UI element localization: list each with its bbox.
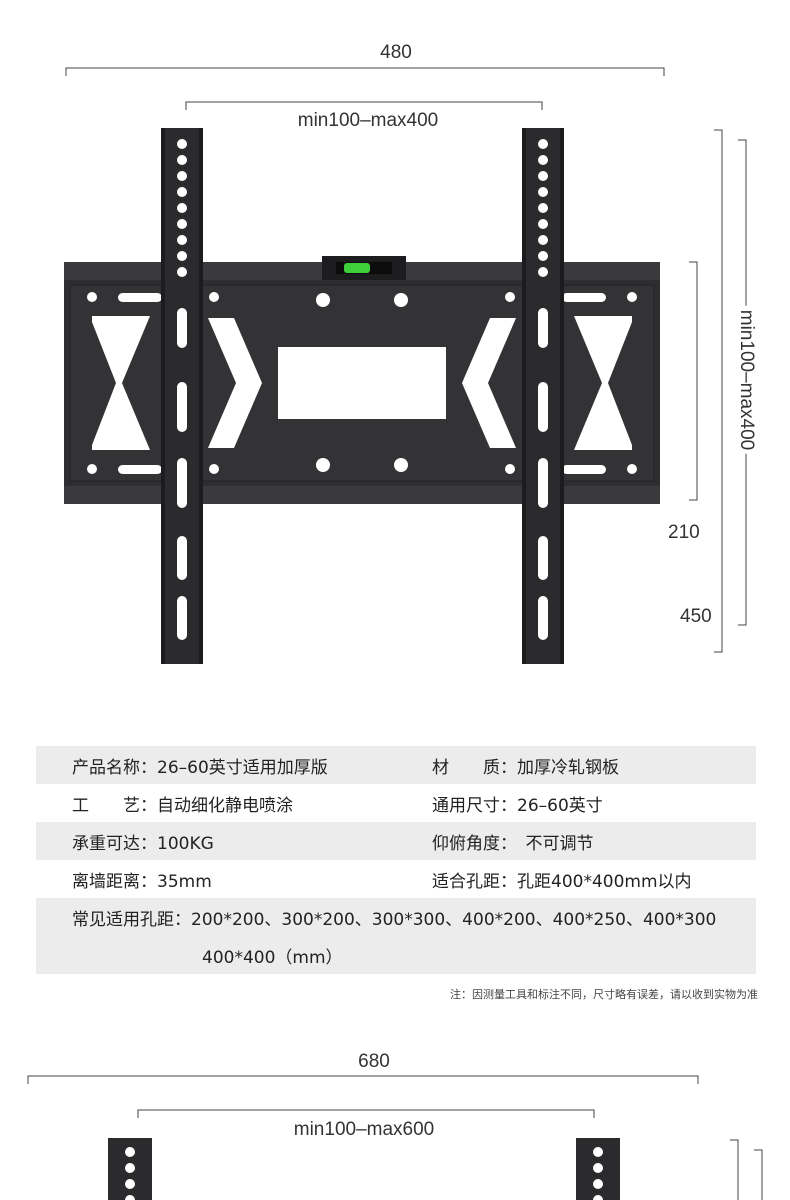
spec-row: 400*400（mm） — [36, 936, 756, 974]
bottom-hole-range-label: min100–max600 — [289, 1119, 439, 1141]
plate-holes — [87, 292, 637, 474]
back-plate — [64, 256, 660, 504]
hole-range-dimension-line — [185, 101, 543, 110]
spec-load-capacity: 承重可达：100KG — [72, 833, 214, 854]
left-vertical-bracket — [161, 128, 203, 664]
spec-row: 承重可达：100KG 仰俯角度： 不可调节 — [36, 822, 756, 860]
left-chevron-cutout — [92, 316, 150, 450]
spirit-level — [322, 256, 406, 280]
width-label: 480 — [380, 42, 412, 63]
right-vertical-bracket — [522, 128, 564, 664]
spec-material: 材 质：加厚冷轧钢板 — [432, 757, 619, 778]
spec-universal-size: 通用尺寸：26–60英寸 — [432, 795, 603, 816]
spec-row: 离墙距离：35mm 适合孔距：孔距400*400mm以内 — [36, 860, 756, 898]
width-dimension-line — [65, 67, 665, 76]
wall-mount-diagram-480 — [64, 67, 747, 664]
spec-table: 产品名称：26–60英寸适用加厚版 材 质：加厚冷轧钢板 工 艺：自动细化静电喷… — [36, 746, 756, 974]
spec-process: 工 艺：自动细化静电喷涂 — [72, 795, 293, 816]
height-label-210: 210 — [668, 522, 700, 543]
spec-row: 产品名称：26–60英寸适用加厚版 材 质：加厚冷轧钢板 — [36, 746, 756, 784]
spec-row: 工 艺：自动细化静电喷涂 通用尺寸：26–60英寸 — [36, 784, 756, 822]
spec-common-holes: 常见适用孔距：200*200、300*200、300*300、400*200、4… — [72, 909, 717, 930]
spec-hole-spacing: 适合孔距：孔距400*400mm以内 — [432, 871, 692, 892]
bottom-left-bracket — [108, 1138, 152, 1200]
center-cutout — [278, 347, 446, 419]
right-chevron-cutout — [574, 316, 632, 450]
spec-product-name: 产品名称：26–60英寸适用加厚版 — [72, 757, 328, 778]
bottom-right-bracket — [576, 1138, 620, 1200]
spec-wall-distance: 离墙距离：35mm — [72, 871, 212, 892]
bottom-width-label: 680 — [358, 1051, 390, 1072]
measurement-note: 注：因测量工具和标注不同，尺寸略有误差，请以收到实物为准 — [450, 988, 758, 1001]
spec-row: 常见适用孔距：200*200、300*200、300*300、400*200、4… — [36, 898, 756, 936]
vertical-range-label: min100–max400 — [735, 305, 757, 455]
spec-common-holes-cont: 400*400（mm） — [202, 947, 343, 968]
left-bracket-holes — [177, 139, 187, 640]
hole-range-label: min100–max400 — [293, 110, 443, 132]
height-label-450: 450 — [680, 606, 712, 627]
right-bracket-holes — [538, 139, 548, 640]
spec-tilt-angle: 仰俯角度： 不可调节 — [432, 833, 594, 854]
